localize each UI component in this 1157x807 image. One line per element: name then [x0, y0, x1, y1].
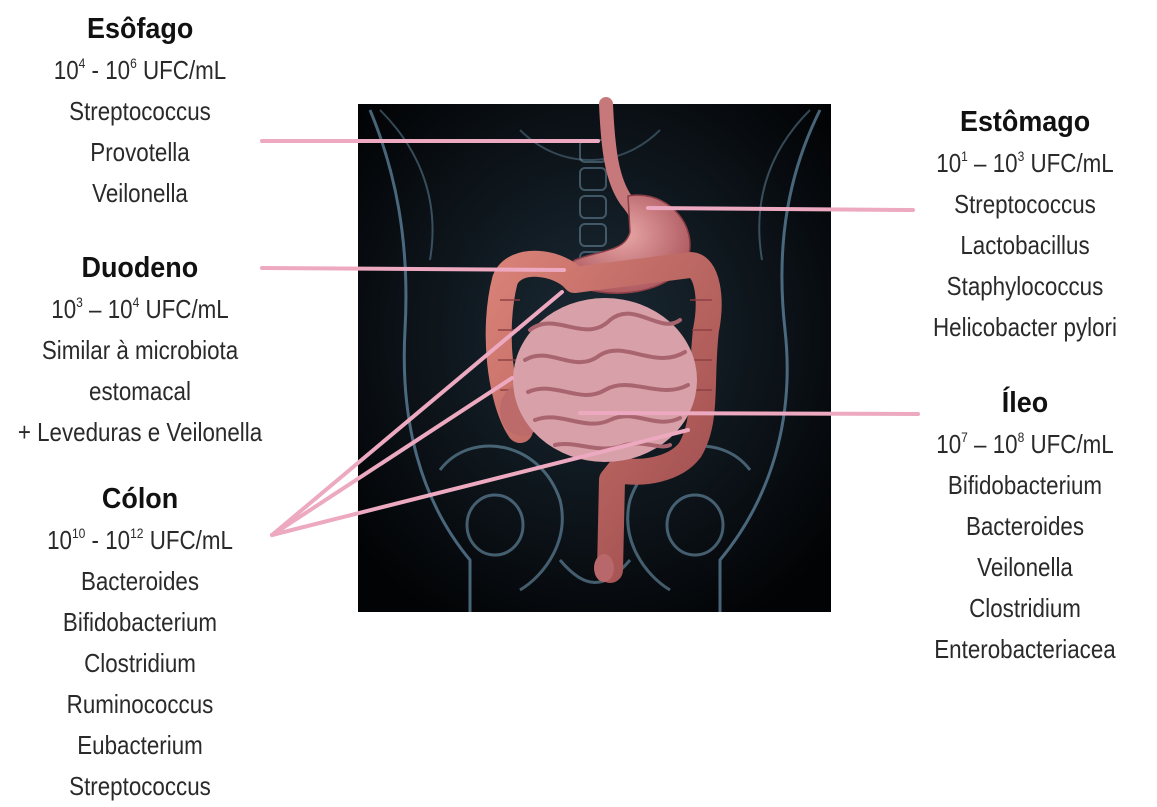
esofago-label-block: Esôfago 104 - 106 UFC/mL Streptococcus P…	[20, 8, 261, 214]
colon-organism: Eubacterium	[20, 725, 261, 766]
esofago-title: Esôfago	[87, 8, 193, 50]
colon-organism: Ruminococcus	[20, 684, 261, 725]
esofago-count: 104 - 106 UFC/mL	[20, 50, 261, 91]
estomago-label-block: Estômago 101 – 103 UFC/mL Streptococcus …	[900, 101, 1149, 348]
duodeno-organism: estomacal	[0, 371, 282, 412]
ileo-title: Íleo	[1002, 382, 1048, 424]
small-intestine	[513, 298, 697, 462]
leader-line-duodeno	[262, 268, 564, 270]
ileo-count: 107 – 108 UFC/mL	[900, 424, 1149, 465]
esofago-organism: Veilonella	[20, 173, 261, 214]
body-illustration	[358, 104, 831, 612]
colon-title: Cólon	[102, 478, 178, 520]
leader-line-estomago	[648, 208, 913, 210]
colon-organism: Clostridium	[20, 643, 261, 684]
duodeno-title: Duodeno	[82, 247, 199, 289]
estomago-organism: Staphylococcus	[900, 266, 1149, 307]
estomago-organism: Lactobacillus	[900, 225, 1149, 266]
leader-line-ileo	[580, 413, 918, 414]
esofago-organism: Streptococcus	[20, 91, 261, 132]
colon-organism: Bifidobacterium	[20, 602, 261, 643]
esofago-organism: Provotella	[20, 132, 261, 173]
estomago-organism: Helicobacter pylori	[900, 307, 1149, 348]
rectum	[594, 554, 614, 582]
colon-organism: Streptococcus	[20, 766, 261, 807]
duodeno-label-block: Duodeno 103 – 104 UFC/mL Similar à micro…	[0, 247, 282, 453]
colon-label-block: Cólon 1010 - 1012 UFC/mL Bacteroides Bif…	[20, 478, 261, 807]
estomago-organism: Streptococcus	[900, 184, 1149, 225]
ileo-label-block: Íleo 107 – 108 UFC/mL Bifidobacterium Ba…	[900, 382, 1149, 670]
estomago-title: Estômago	[960, 101, 1090, 143]
ileo-organism: Clostridium	[900, 588, 1149, 629]
colon-organism: Bacteroides	[20, 561, 261, 602]
colon-count: 1010 - 1012 UFC/mL	[20, 520, 261, 561]
ileo-organism: Bacteroides	[900, 506, 1149, 547]
ileo-organism: Bifidobacterium	[900, 465, 1149, 506]
ileo-organism: Veilonella	[900, 547, 1149, 588]
duodeno-count: 103 – 104 UFC/mL	[0, 289, 282, 330]
ileo-organism: Enterobacteriacea	[900, 629, 1149, 670]
duodeno-organism: + Leveduras e Veilonella	[0, 412, 282, 453]
duodeno-organism: Similar à microbiota	[0, 330, 282, 371]
estomago-count: 101 – 103 UFC/mL	[900, 143, 1149, 184]
